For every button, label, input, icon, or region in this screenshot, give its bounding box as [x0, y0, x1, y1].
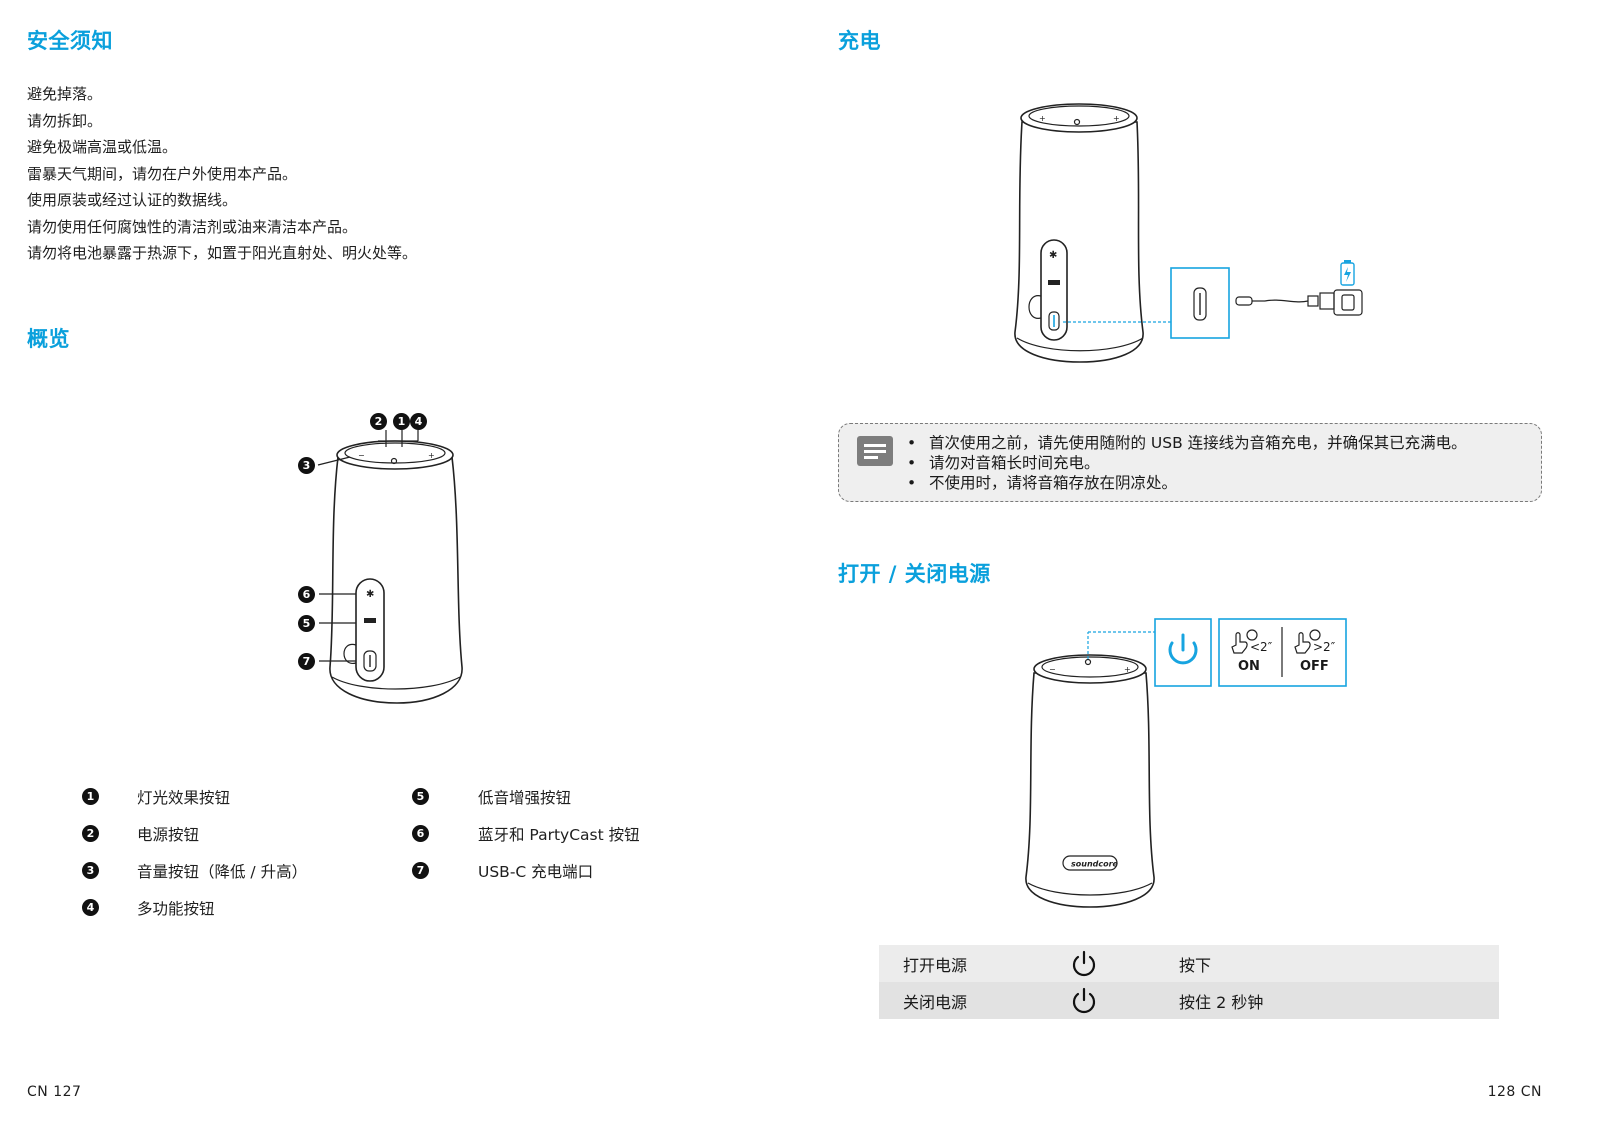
legend-label: USB-C 充电端口 — [478, 862, 594, 881]
brand-logo: soundcore — [1071, 860, 1119, 869]
legend-number: 2 — [82, 825, 99, 842]
callout-marker: 7 — [298, 653, 315, 670]
charging-title: 充电 — [838, 29, 881, 53]
table-row: 打开电源 按下 — [879, 945, 1499, 982]
callout-marker: 4 — [410, 413, 427, 430]
safety-list: 避免掉落。 请勿拆卸。 避免极端高温或低温。 雷暴天气期间，请勿在户外使用本产品… — [27, 81, 417, 267]
callout-marker: 5 — [298, 615, 315, 632]
svg-text:✱: ✱ — [366, 589, 374, 600]
svg-text:+: + — [1113, 114, 1120, 123]
callout-marker: 3 — [298, 457, 315, 474]
off-label: OFF — [1300, 659, 1329, 674]
note-list: 首次使用之前，请先使用随附的 USB 连接线为音箱充电，并确保其已充满电。 请勿… — [903, 433, 1467, 493]
legend-item: 3 音量按钮（降低 / 升高） — [82, 862, 307, 881]
speaker-overview-illustration: − + ✱ — [317, 430, 463, 704]
safety-item: 避免掉落。 — [27, 85, 103, 103]
legend-number: 6 — [412, 825, 429, 842]
legend-number: 7 — [412, 862, 429, 879]
svg-text:−: − — [1049, 665, 1056, 674]
note-item: 首次使用之前，请先使用随附的 USB 连接线为音箱充电，并确保其已充满电。 — [903, 433, 1467, 453]
safety-item: 请勿拆卸。 — [27, 111, 103, 130]
long-press-duration: >2″ — [1313, 640, 1336, 654]
power-icon — [1069, 985, 1099, 1019]
legend-label: 电源按钮 — [137, 825, 200, 844]
legend-number: 4 — [82, 899, 99, 916]
short-press-duration: <2″ — [1250, 640, 1273, 654]
note-icon — [857, 436, 893, 466]
page-number-left: CN 127 — [27, 1084, 82, 1100]
svg-text:−: − — [358, 451, 365, 460]
safety-item: 请勿将电池暴露于热源下，如置于阳光直射处、明火处等。 — [27, 244, 418, 262]
legend-label: 音量按钮（降低 / 升高） — [137, 862, 308, 881]
callout-marker: 1 — [393, 413, 410, 430]
table-cell-action: 打开电源 — [903, 955, 968, 975]
legend-item: 1 灯光效果按钮 — [82, 788, 230, 807]
speaker-power-illustration: − + soundcore — [1025, 618, 1347, 908]
speaker-charging-illustration: + + ✱ — [1014, 103, 1363, 363]
on-label: ON — [1238, 659, 1260, 674]
legend-number: 5 — [412, 788, 429, 805]
page-number-right: 128 CN — [1487, 1084, 1542, 1100]
svg-text:+: + — [1124, 665, 1131, 674]
legend-item: 4 多功能按钮 — [82, 899, 215, 918]
power-title: 打开 / 关闭电源 — [838, 562, 991, 586]
legend-item: 6 蓝牙和 PartyCast 按钮 — [412, 825, 640, 844]
power-icon — [1069, 948, 1099, 982]
overview-title: 概览 — [27, 327, 70, 351]
safety-item: 请勿使用任何腐蚀性的清洁剂或油来清洁本产品。 — [27, 217, 358, 236]
charging-note-box: 首次使用之前，请先使用随附的 USB 连接线为音箱充电，并确保其已充满电。 请勿… — [838, 423, 1542, 502]
legend-number: 3 — [82, 862, 99, 879]
legend-label: 蓝牙和 PartyCast 按钮 — [478, 825, 640, 844]
table-cell-operation: 按住 2 秒钟 — [1179, 992, 1264, 1012]
legend-label: 低音增强按钮 — [478, 788, 572, 807]
safety-item: 雷暴天气期间，请勿在户外使用本产品。 — [27, 164, 298, 183]
legend-item: 7 USB-C 充电端口 — [412, 862, 593, 881]
power-table: 打开电源 按下 关闭电源 按住 2 秒钟 — [879, 945, 1499, 1019]
svg-text:✱: ✱ — [1049, 250, 1057, 261]
note-item: 不使用时，请将音箱存放在阴凉处。 — [903, 473, 1467, 493]
table-row: 关闭电源 按住 2 秒钟 — [879, 982, 1499, 1019]
safety-title: 安全须知 — [27, 29, 113, 53]
legend-item: 5 低音增强按钮 — [412, 788, 571, 807]
legend-item: 2 电源按钮 — [82, 825, 199, 844]
callout-marker: 6 — [298, 586, 315, 603]
callout-marker: 2 — [370, 413, 387, 430]
legend-label: 灯光效果按钮 — [137, 788, 231, 807]
safety-item: 使用原装或经过认证的数据线。 — [27, 191, 238, 209]
table-cell-operation: 按下 — [1179, 955, 1212, 975]
safety-item: 避免极端高温或低温。 — [27, 138, 178, 156]
table-cell-action: 关闭电源 — [903, 992, 968, 1012]
legend-number: 1 — [82, 788, 99, 805]
svg-text:+: + — [1039, 114, 1046, 123]
svg-text:+: + — [428, 451, 435, 460]
legend-label: 多功能按钮 — [137, 899, 215, 918]
note-item: 请勿对音箱长时间充电。 — [903, 453, 1467, 473]
